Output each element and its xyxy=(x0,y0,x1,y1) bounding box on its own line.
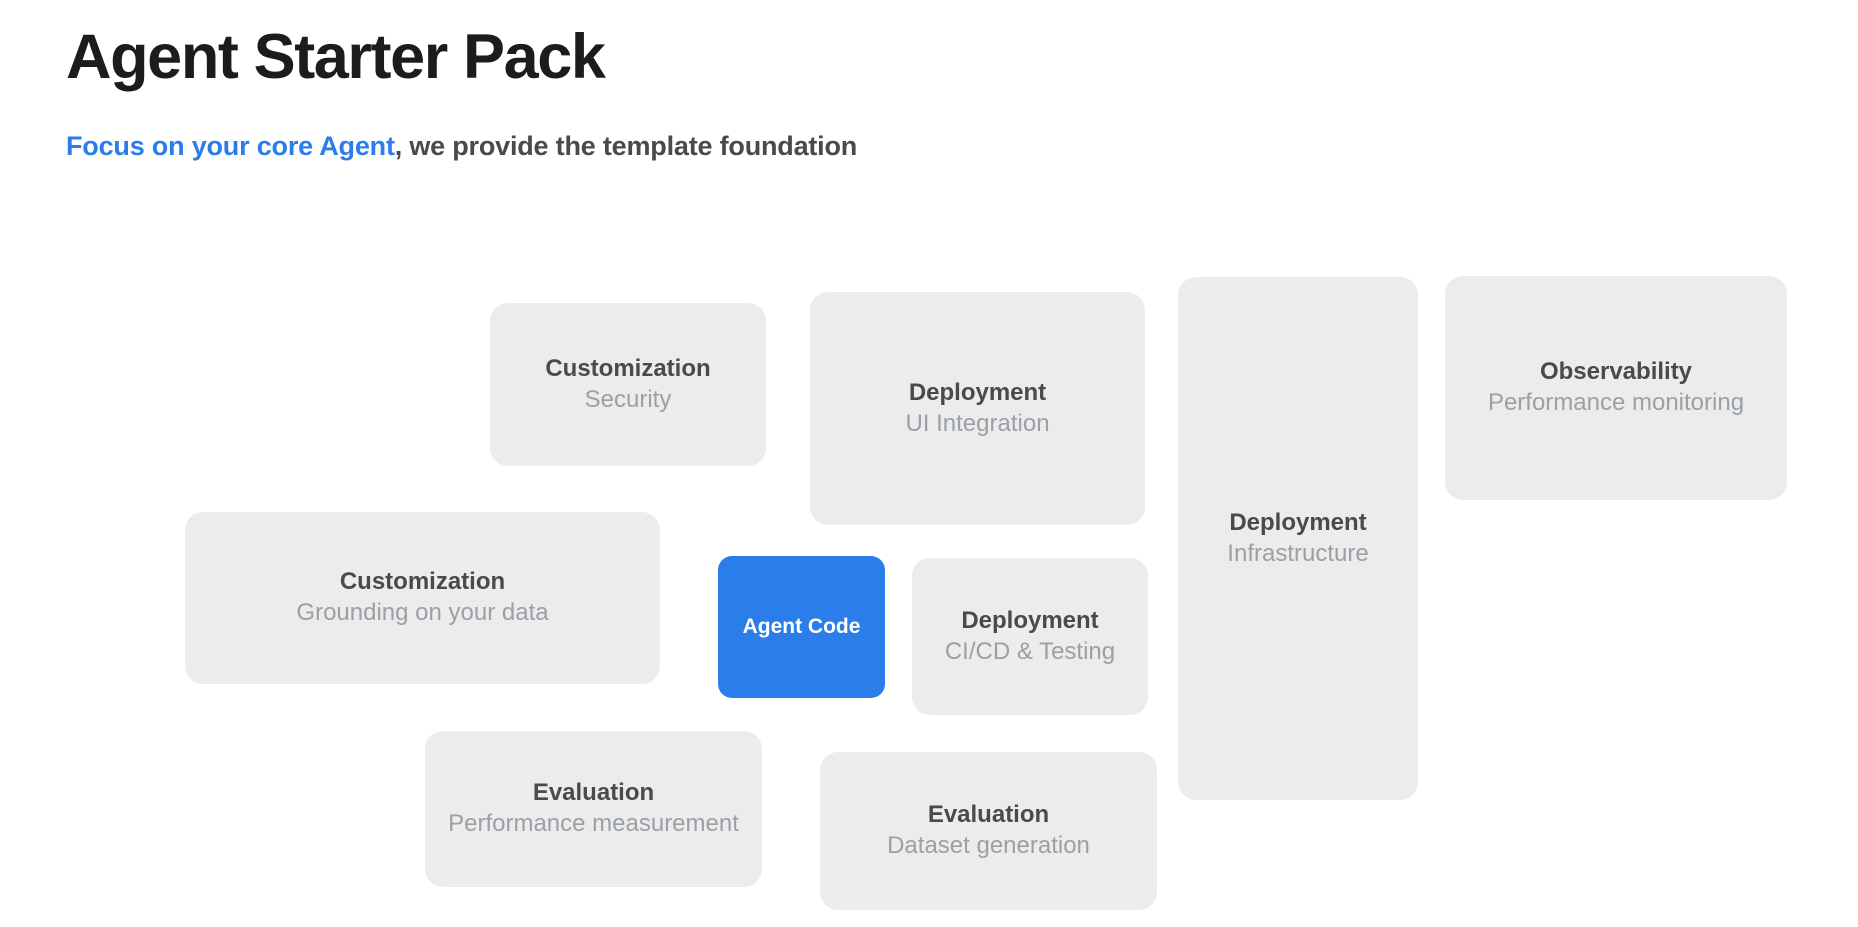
page-header: Agent Starter Pack Focus on your core Ag… xyxy=(66,26,1766,162)
card-title: Agent Code xyxy=(742,614,861,638)
card-subtitle: Performance measurement xyxy=(448,810,739,837)
card-title: Deployment xyxy=(1229,508,1367,536)
page-subtitle-accent: Focus on your core Agent xyxy=(66,131,395,161)
card-title: Evaluation xyxy=(532,779,655,807)
card-title: Observability xyxy=(1539,358,1693,386)
card-subtitle: Grounding on your data xyxy=(296,599,549,626)
card-subtitle: Infrastructure xyxy=(1227,539,1369,567)
page-subtitle-rest: , we provide the template foundation xyxy=(394,131,858,161)
card-title: Deployment xyxy=(908,378,1047,406)
card-subtitle: UI Integration xyxy=(905,409,1050,437)
card-title: Deployment xyxy=(961,606,1099,634)
card-agent-code[interactable]: Agent Code xyxy=(718,556,885,698)
card-title: Customization xyxy=(339,568,506,596)
page-subtitle: Focus on your core Agent, we provide the… xyxy=(66,89,1766,162)
card-subtitle: CI/CD & Testing xyxy=(944,637,1116,665)
card-subtitle: Dataset generation xyxy=(887,832,1090,859)
card-deployment-ui-integration[interactable]: Deployment UI Integration xyxy=(810,292,1145,525)
card-subtitle: Performance monitoring xyxy=(1487,389,1745,416)
card-subtitle: Security xyxy=(584,385,672,413)
card-title: Customization xyxy=(545,354,711,382)
page-title: Agent Starter Pack xyxy=(66,22,606,92)
card-title: Evaluation xyxy=(927,801,1050,829)
